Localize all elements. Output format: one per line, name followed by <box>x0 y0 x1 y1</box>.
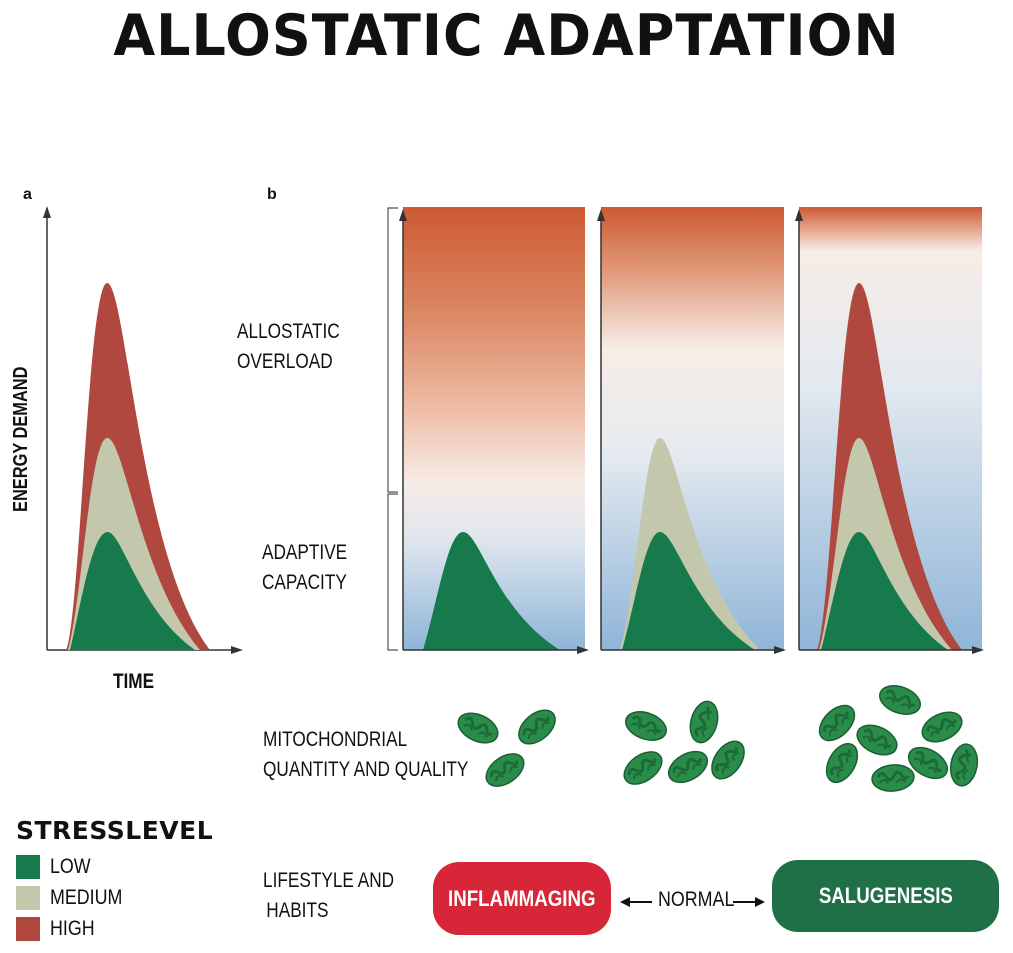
panel-b-letter: b <box>267 186 277 203</box>
stress-legend: STRESSLEVEL LOW MEDIUM HIGH <box>16 816 213 944</box>
legend-title: STRESSLEVEL <box>16 816 214 845</box>
page-title: ALLOSTATIC ADAPTATION <box>113 2 900 69</box>
energy-demand-axis-label: ENERGY DEMAND <box>10 366 32 512</box>
inflammaging-state: INFLAMMAGING <box>433 862 611 935</box>
allostatic-overload-label: ALLOSTATIC OVERLOAD <box>237 320 340 373</box>
mitochondrial-label: MITOCHONDRIAL QUANTITY AND QUALITY <box>263 728 469 781</box>
salugenesis-state: SALUGENESIS <box>772 860 999 932</box>
time-axis-label: TIME <box>113 670 155 693</box>
legend-swatch-high <box>16 916 40 941</box>
mitochondria-group-low <box>451 702 563 795</box>
panel-a-letter: a <box>23 186 32 203</box>
mitochondria-group-medium <box>616 696 753 793</box>
legend-swatch-medium <box>16 885 40 910</box>
mitochondria-group-high <box>811 679 982 795</box>
legend-item-low: LOW <box>16 851 213 882</box>
legend-item-high: HIGH <box>16 913 213 944</box>
legend-swatch-low <box>16 854 40 879</box>
adaptive-capacity-label: ADAPTIVE CAPACITY <box>262 541 348 594</box>
lifestyle-label: LIFESTYLE AND HABITS <box>263 869 395 922</box>
normal-state-label: NORMAL <box>658 888 735 911</box>
legend-item-medium: MEDIUM <box>16 882 213 913</box>
